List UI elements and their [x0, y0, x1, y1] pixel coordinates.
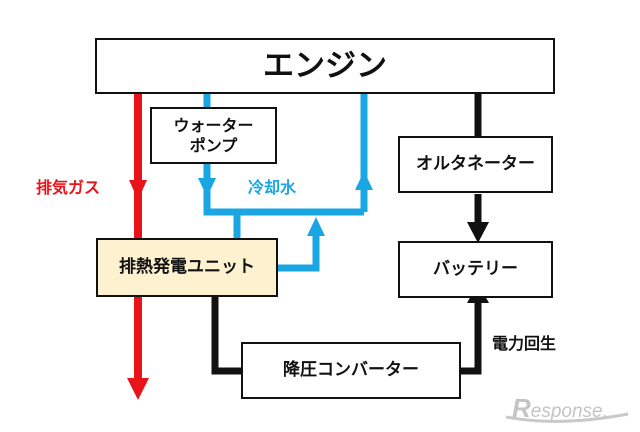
unit-to-converter-line [211, 296, 242, 375]
alternator-label: オルタネーター [416, 153, 535, 174]
engine-box: エンジン [95, 38, 555, 94]
exhaust-arrow-bottom [127, 378, 149, 400]
alternator-to-battery-arrow [467, 222, 489, 243]
watermark-text: esponse. [530, 401, 608, 422]
exhaust-heat-unit-label: 排熱発電ユニット [119, 256, 255, 277]
coolant-arrow-pump-down [198, 178, 216, 197]
watermark-mark: R [512, 393, 531, 423]
exhaust-heat-unit-box: 排熱発電ユニット [96, 238, 278, 297]
battery-box: バッテリー [398, 241, 553, 298]
exhaust-gas-label: 排気ガス [36, 178, 101, 197]
coolant-line-from-unit [277, 224, 320, 272]
alternator-box: オルタネーター [398, 136, 553, 193]
watermark-logo: Response. [512, 393, 608, 424]
converter-to-battery-line [460, 300, 482, 375]
regeneration-label: 電力回生 [492, 334, 557, 353]
boost-converter-box: 降圧コンバーター [241, 342, 461, 399]
coolant-arrow-up-right [355, 171, 373, 190]
exhaust-arrow-mid [129, 180, 147, 200]
water-pump-box: ウォーター ポンプ [150, 107, 277, 164]
engine-label: エンジン [263, 47, 387, 84]
water-pump-label: ウォーター ポンプ [173, 115, 254, 155]
boost-converter-label: 降圧コンバーター [283, 359, 419, 380]
battery-label: バッテリー [433, 258, 518, 279]
coolant-label: 冷却水 [248, 178, 297, 197]
watermark-swoosh [505, 412, 629, 423]
coolant-arrow-up-mid [307, 217, 325, 236]
